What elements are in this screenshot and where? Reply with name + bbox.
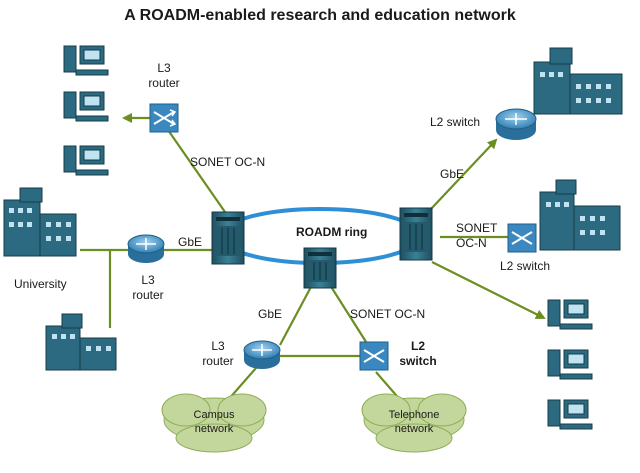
label-l3-router-top-1: L3 bbox=[157, 61, 171, 75]
label-sonet-right-2: OC-N bbox=[456, 236, 487, 250]
switch-top bbox=[149, 103, 179, 133]
label-university: University bbox=[14, 277, 67, 291]
label-l3-router-top-2: router bbox=[148, 76, 179, 90]
computers-top-left bbox=[63, 45, 109, 176]
label-l3-router-bottom-2: router bbox=[202, 354, 233, 368]
cloud-campus bbox=[161, 393, 267, 453]
link-rack-to-bottom-switch bbox=[329, 284, 369, 346]
computers-bottom-right bbox=[547, 299, 593, 430]
building-top-right bbox=[533, 47, 623, 115]
computer bbox=[63, 45, 109, 76]
router-university bbox=[127, 234, 165, 263]
link-rack-to-l2-top bbox=[429, 138, 498, 211]
computer bbox=[547, 299, 593, 330]
label-l3-router-bottom-1: L3 bbox=[211, 339, 225, 353]
building-university bbox=[3, 187, 77, 257]
label-sonet-bottom: SONET OC-N bbox=[350, 307, 425, 321]
label-gbe-left: GbE bbox=[178, 235, 202, 249]
link-rack-to-bottom-router bbox=[279, 284, 313, 346]
building-right-mid bbox=[539, 179, 621, 251]
link-router-to-campus bbox=[227, 367, 257, 401]
router-bottom bbox=[243, 340, 281, 369]
router-l2-top bbox=[495, 108, 537, 140]
label-gbe-bottom: GbE bbox=[258, 307, 282, 321]
roadm-ring-label: ROADM ring bbox=[296, 225, 367, 239]
link-rack-to-computers-br bbox=[431, 261, 546, 319]
computer bbox=[547, 349, 593, 380]
computer bbox=[63, 145, 109, 176]
label-l3-router-left-2: router bbox=[132, 288, 163, 302]
diagram-title: A ROADM-enabled research and education n… bbox=[124, 7, 516, 24]
cloud-telephone-label-2: network bbox=[395, 423, 434, 435]
computer bbox=[63, 91, 109, 122]
building-left-bottom bbox=[45, 313, 117, 371]
label-sonet-top: SONET OC-N bbox=[190, 155, 265, 169]
rack-right bbox=[399, 207, 433, 261]
label-sonet-right-1: SONET bbox=[456, 221, 498, 235]
cloud-telephone-label-1: Telephone bbox=[389, 409, 440, 421]
switch-bottom bbox=[359, 341, 389, 371]
cloud-campus-label-2: network bbox=[195, 423, 234, 435]
label-l2-switch-bottom-1: L2 bbox=[411, 339, 425, 353]
label-l3-router-left-1: L3 bbox=[141, 273, 155, 287]
label-l2-switch-bottom-2: switch bbox=[399, 354, 436, 368]
cloud-campus-label-1: Campus bbox=[194, 409, 235, 421]
label-gbe-right: GbE bbox=[440, 167, 464, 181]
rack-left bbox=[211, 211, 245, 265]
rack-bottom bbox=[303, 247, 337, 289]
label-l2-switch-top: L2 switch bbox=[430, 115, 480, 129]
link-rack-to-top-router bbox=[167, 129, 226, 213]
computer bbox=[547, 399, 593, 430]
label-l2-switch-right: L2 switch bbox=[500, 259, 550, 273]
cloud-telephone bbox=[361, 393, 467, 453]
switch-right bbox=[507, 223, 537, 253]
